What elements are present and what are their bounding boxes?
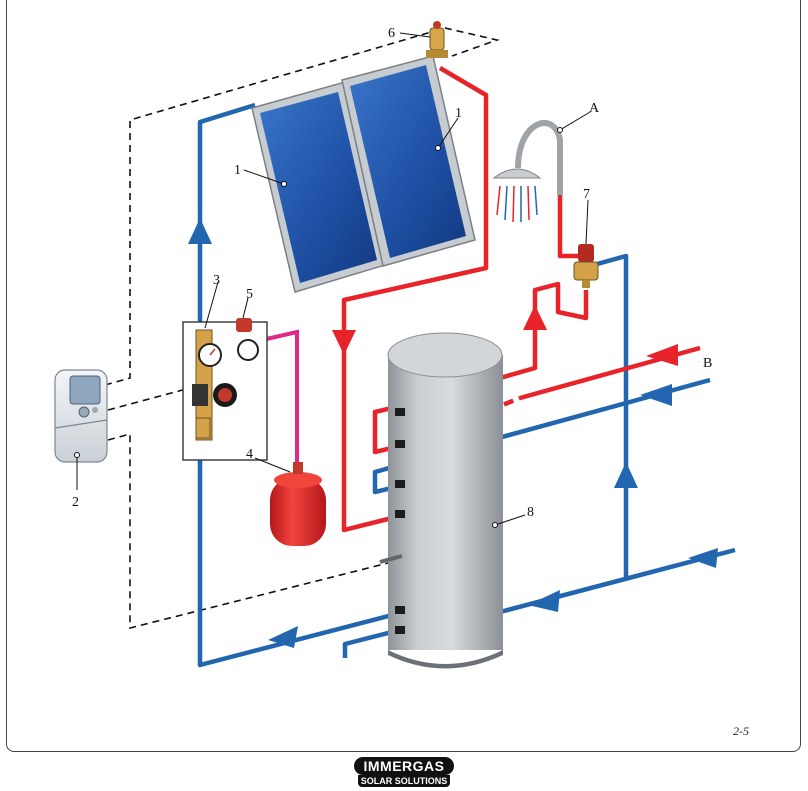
label-expansion-vessel: 4 xyxy=(246,447,253,462)
collector-right-glass xyxy=(350,65,466,258)
figure-number: 2-5 xyxy=(733,724,749,738)
arrow-up-red xyxy=(523,305,547,330)
tank-coil-return-pipe xyxy=(342,627,401,658)
sensor-cables xyxy=(104,27,500,630)
label-pump-group: 3 xyxy=(213,273,220,288)
label-controller: 2 xyxy=(72,495,79,510)
controller xyxy=(54,369,108,463)
label-shower: A xyxy=(589,101,600,116)
arrow-left-blue-inlet xyxy=(528,590,560,612)
pump-station xyxy=(182,318,268,461)
arrow-down-red xyxy=(332,330,356,355)
hot-supply-pipe xyxy=(372,403,401,455)
cold-main-pipe xyxy=(372,377,711,495)
label-collector-right: 1 xyxy=(455,106,462,121)
arrow-left-blue-inlet2 xyxy=(688,548,718,568)
mixer-to-shower-pipe xyxy=(557,195,586,259)
solar-collectors xyxy=(251,55,476,293)
expansion-vessel xyxy=(270,462,326,546)
mixing-valve xyxy=(573,244,599,288)
label-inlet: B xyxy=(703,356,712,371)
leader-lines xyxy=(74,32,591,528)
arrow-left-blue-bottom xyxy=(268,626,298,648)
collector-left-glass xyxy=(260,92,377,283)
label-mixing-valve: 7 xyxy=(583,187,590,202)
logo-tagline: SOLAR SOLUTIONS xyxy=(358,775,450,787)
collector-sensor-cable xyxy=(104,27,500,386)
air-vent xyxy=(426,21,448,58)
label-collector-left: 1 xyxy=(234,163,241,178)
callout-labels: 1 1 2 3 4 5 6 7 8 A B xyxy=(72,26,712,520)
label-safety-valve: 5 xyxy=(246,287,253,302)
label-air-vent: 6 xyxy=(388,26,395,41)
cold-to-mixer-pipe xyxy=(589,253,629,578)
arrow-left-red-outlet xyxy=(646,344,678,366)
label-tank: 8 xyxy=(527,505,534,520)
shower-head xyxy=(492,120,563,223)
collector-flow-pipe xyxy=(341,66,489,533)
immergas-logo: IMMERGAS SOLAR SOLUTIONS xyxy=(354,757,454,789)
tank-sensor-cable xyxy=(107,432,401,630)
flow-arrows xyxy=(188,218,718,648)
hot-to-mixer-pipe xyxy=(499,281,589,381)
storage-tank xyxy=(379,332,503,669)
arrow-up-blue xyxy=(188,218,212,244)
figure-frame xyxy=(6,0,801,752)
pump-cable xyxy=(107,387,191,411)
arrow-up-blue-right xyxy=(614,462,638,488)
solar-system-diagram: 1 1 2 3 4 5 6 7 8 A B xyxy=(54,21,736,669)
logo-brand: IMMERGAS xyxy=(354,757,454,775)
arrow-left-blue-main xyxy=(640,384,672,406)
expansion-line xyxy=(261,329,299,468)
